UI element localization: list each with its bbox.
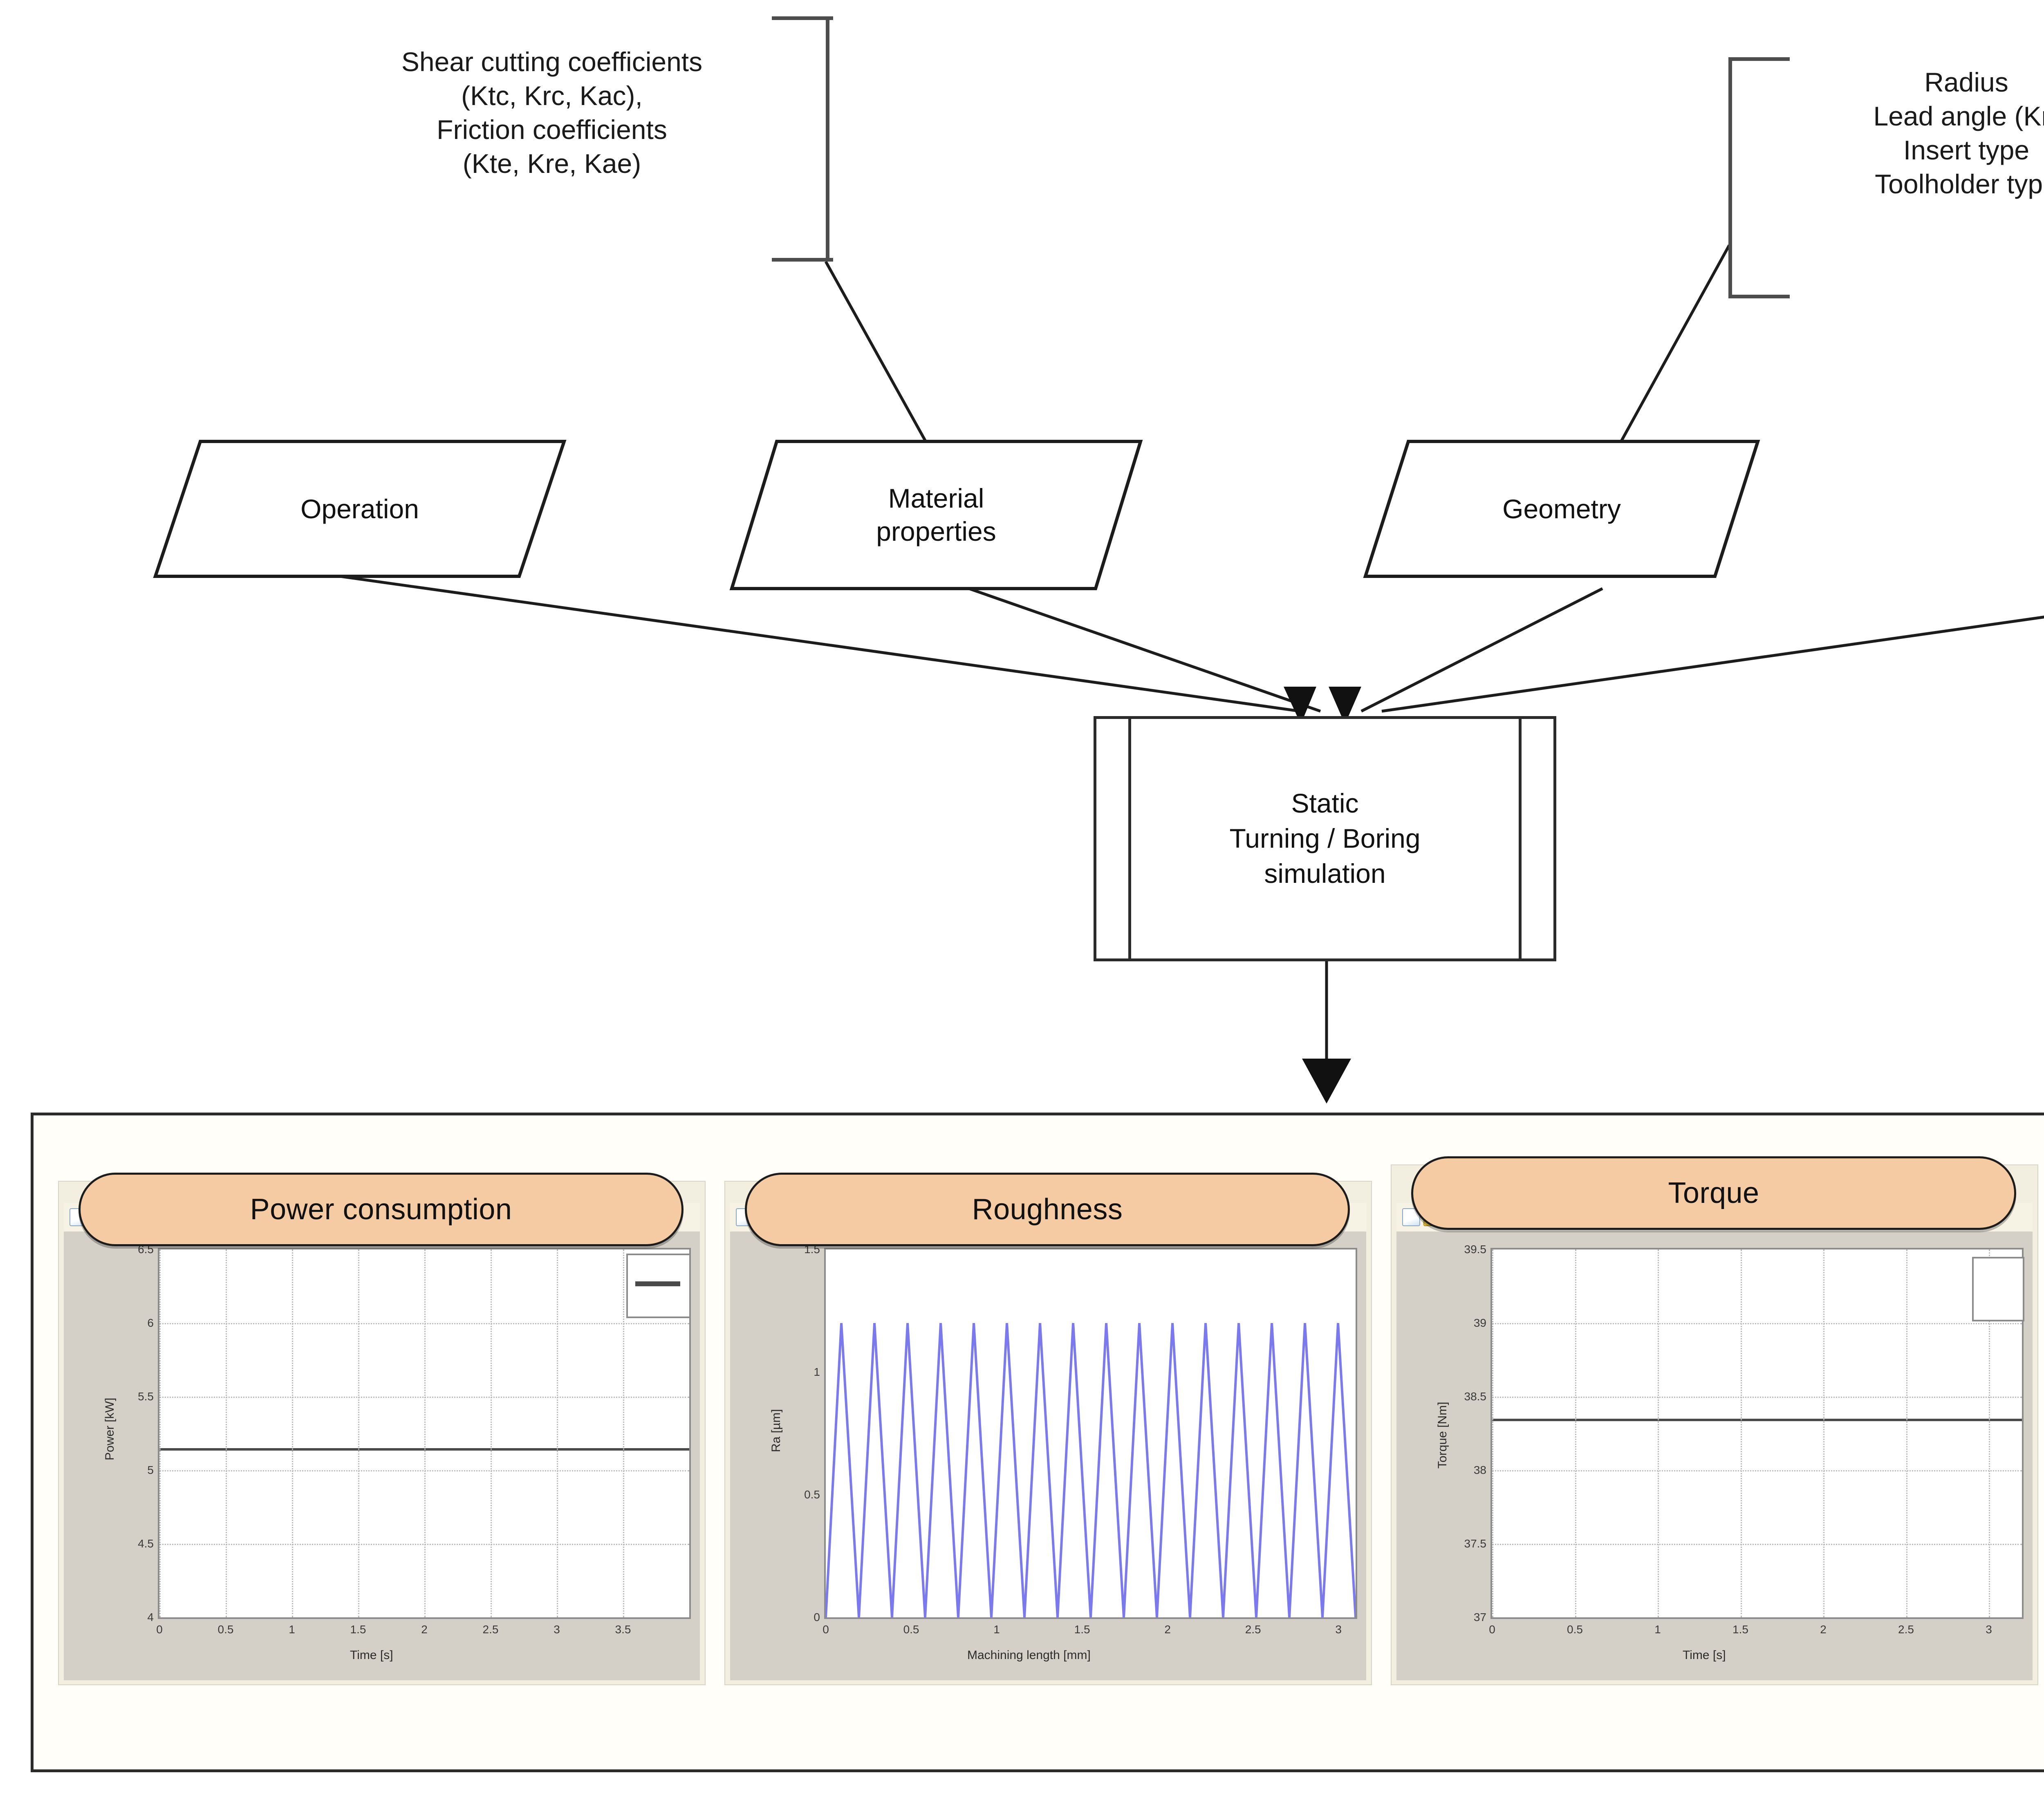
axes-torque: 0 0.5 1 1.5 2 2.5 3 37 37.5 38 38.5 39 39.5 [1464, 1243, 2024, 1636]
legend-torque[interactable] [1972, 1257, 2024, 1321]
process-right-bar [1519, 719, 1522, 958]
input-node-label: Material properties [876, 483, 996, 546]
process-box-label: Static Turning / Boring simulation [1229, 788, 1421, 889]
x-tick-label: 0 [1489, 1623, 1495, 1636]
y-tick-label: 4.5 [138, 1537, 154, 1550]
gridline-vertical [1492, 1249, 1493, 1617]
gridline-vertical [1575, 1249, 1576, 1617]
y-tick-label: 38 [1473, 1464, 1486, 1476]
torque-series-line [1492, 1419, 2022, 1421]
x-tick-label: 1 [993, 1623, 1000, 1636]
gridline-horizontal [159, 1544, 689, 1545]
y-tick-label: 4 [147, 1611, 154, 1623]
x-tick-label: 2 [1820, 1623, 1827, 1636]
y-tick-label: 37 [1473, 1611, 1486, 1623]
plot-window-torque[interactable]: 0 0.5 1 1.5 2 2.5 3 37 37.5 38 38.5 39 39.5 Torque [… [1391, 1164, 2038, 1685]
tab-roughness[interactable]: Roughness [745, 1173, 1350, 1246]
legend-swatch-power [635, 1281, 680, 1286]
axis-label-y-roughness: Ra [µm] [769, 1409, 783, 1452]
gridline-horizontal [159, 1470, 689, 1471]
input-node-label: Operation [300, 493, 419, 524]
input-node-operation[interactable]: Operation [153, 440, 567, 578]
tab-power-consumption[interactable]: Power consumption [78, 1173, 684, 1246]
y-tick-label: 6 [147, 1317, 154, 1329]
axis-label-x-roughness: Machining length [mm] [967, 1648, 1091, 1662]
gridline-horizontal [1492, 1544, 2022, 1545]
x-tick-label: 0.5 [217, 1623, 234, 1636]
axis-label-y-power: Power [kW] [103, 1397, 117, 1460]
x-tick-label: 0.5 [1567, 1623, 1583, 1636]
gridline-horizontal [159, 1397, 689, 1398]
x-tick-label: 2 [1164, 1623, 1171, 1636]
gridline-vertical [623, 1249, 624, 1617]
geometry-annotation-brace [1728, 57, 1790, 298]
gridline-vertical [424, 1249, 426, 1617]
gridline-horizontal [1492, 1470, 2022, 1471]
gridline-vertical [1906, 1249, 1907, 1617]
y-tick-label: 1 [814, 1365, 820, 1378]
gridline-vertical [1658, 1249, 1659, 1617]
x-tick-label: 1 [289, 1623, 295, 1636]
x-tick-label: 2 [421, 1623, 428, 1636]
tab-torque[interactable]: Torque [1411, 1156, 2016, 1230]
gridline-horizontal [1492, 1323, 2022, 1324]
geometry-annotation-text: Radius Lead angle (Kr) Insert type Toolh… [1873, 67, 2044, 199]
y-tick-label: 0.5 [804, 1488, 820, 1501]
gridline-vertical [491, 1249, 492, 1617]
gridline-vertical [1740, 1249, 1742, 1617]
gridline-vertical [226, 1249, 227, 1617]
new-figure-icon[interactable] [1402, 1208, 1420, 1226]
y-tick-label: 39.5 [1464, 1243, 1487, 1256]
x-tick-label: 1.5 [1732, 1623, 1748, 1636]
input-node-material-properties[interactable]: Material properties [729, 440, 1143, 590]
process-box-static-simulation[interactable]: Static Turning / Boring simulation [1094, 716, 1556, 961]
y-tick-label: 39 [1473, 1317, 1486, 1329]
x-tick-label: 0.5 [903, 1623, 919, 1636]
process-left-bar [1128, 719, 1131, 958]
y-tick-label: 5 [147, 1464, 154, 1476]
gridline-horizontal [1492, 1397, 2022, 1398]
plot-area-torque: 0 0.5 1 1.5 2 2.5 3 37 37.5 38 38.5 39 39.5 Torque [… [1396, 1232, 2033, 1680]
gridline-vertical [159, 1249, 161, 1617]
input-node-geometry[interactable]: Geometry [1363, 440, 1760, 578]
material-annotation-brace [772, 16, 833, 262]
axis-label-x-power: Time [s] [350, 1648, 393, 1662]
x-tick-label: 1.5 [350, 1623, 366, 1636]
x-tick-label: 3 [1986, 1623, 1992, 1636]
x-tick-label: 3 [554, 1623, 560, 1636]
x-tick-label: 2.5 [1245, 1623, 1261, 1636]
x-tick-label: 0 [823, 1623, 829, 1636]
x-tick-label: 1 [1654, 1623, 1661, 1636]
gridline-vertical [358, 1249, 359, 1617]
x-tick-label: 2.5 [482, 1623, 499, 1636]
gridline-vertical [1823, 1249, 1824, 1617]
input-node-label: Geometry [1502, 493, 1621, 524]
gridline-vertical [292, 1249, 293, 1617]
y-tick-label: 37.5 [1464, 1537, 1487, 1550]
y-tick-label: 38.5 [1464, 1390, 1487, 1403]
x-tick-label: 0 [156, 1623, 163, 1636]
x-tick-label: 3 [1335, 1623, 1342, 1636]
x-tick-label: 2.5 [1898, 1623, 1914, 1636]
material-annotation-text: Shear cutting coefficients (Ktc, Krc, Ka… [401, 47, 703, 179]
x-tick-label: 1.5 [1074, 1623, 1090, 1636]
axis-label-x-torque: Time [s] [1683, 1648, 1726, 1662]
gridline-vertical [1989, 1249, 1990, 1617]
legend-power[interactable] [626, 1254, 691, 1318]
y-tick-label: 0 [814, 1611, 820, 1623]
gridline-vertical [557, 1249, 558, 1617]
roughness-waveform [826, 1249, 1356, 1617]
axis-label-y-torque: Torque [Nm] [1436, 1402, 1449, 1469]
gridline-horizontal [159, 1323, 689, 1324]
y-tick-label: 5.5 [138, 1390, 154, 1403]
x-tick-label: 3.5 [615, 1623, 631, 1636]
